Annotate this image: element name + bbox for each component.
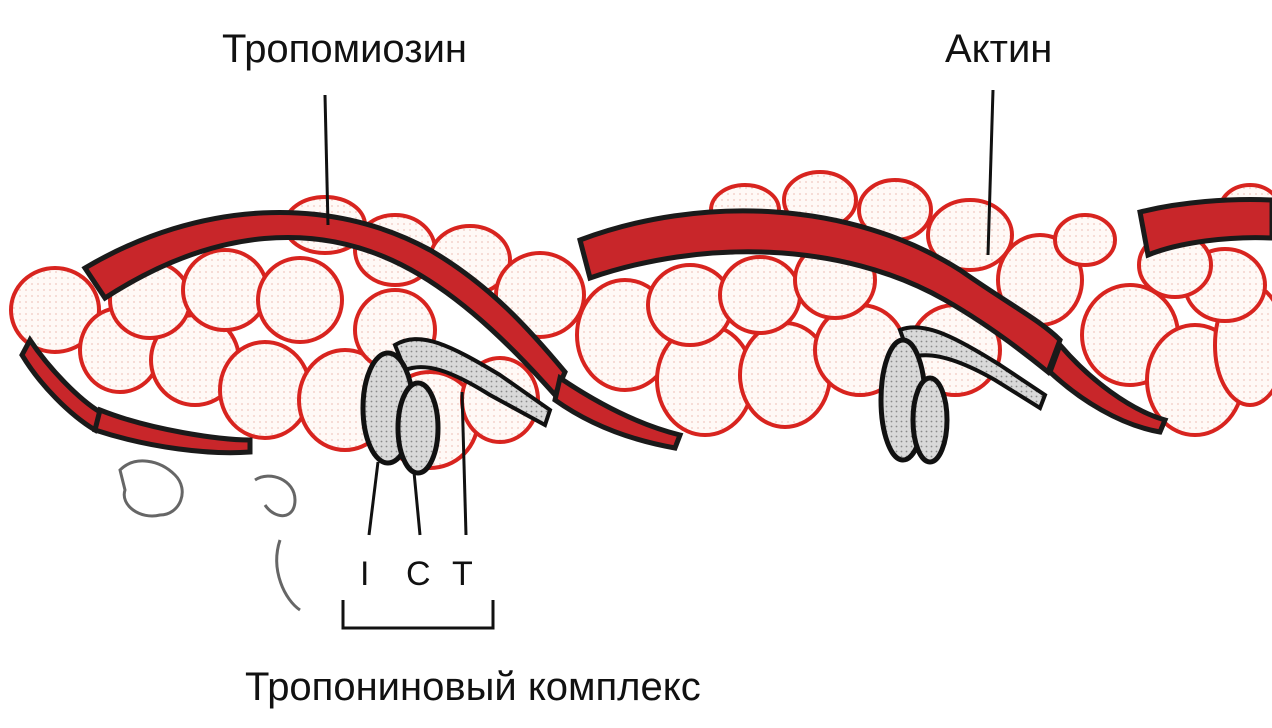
label-troponin-t: T (452, 555, 473, 593)
label-troponin-complex: Тропониновый комплекс (245, 665, 701, 709)
label-actin: Актин (945, 27, 1052, 71)
faded-squiggles (120, 461, 300, 610)
troponin-complex-bracket (343, 600, 493, 628)
troponin-i-leader (369, 462, 378, 535)
label-troponin-i: I (360, 555, 369, 593)
troponin-c-right (913, 378, 947, 462)
troponin-c-left (398, 383, 438, 473)
label-tropomyosin: Тропомиозин (222, 27, 467, 71)
troponin-c-leader (414, 472, 420, 535)
label-troponin-c: C (406, 555, 431, 593)
